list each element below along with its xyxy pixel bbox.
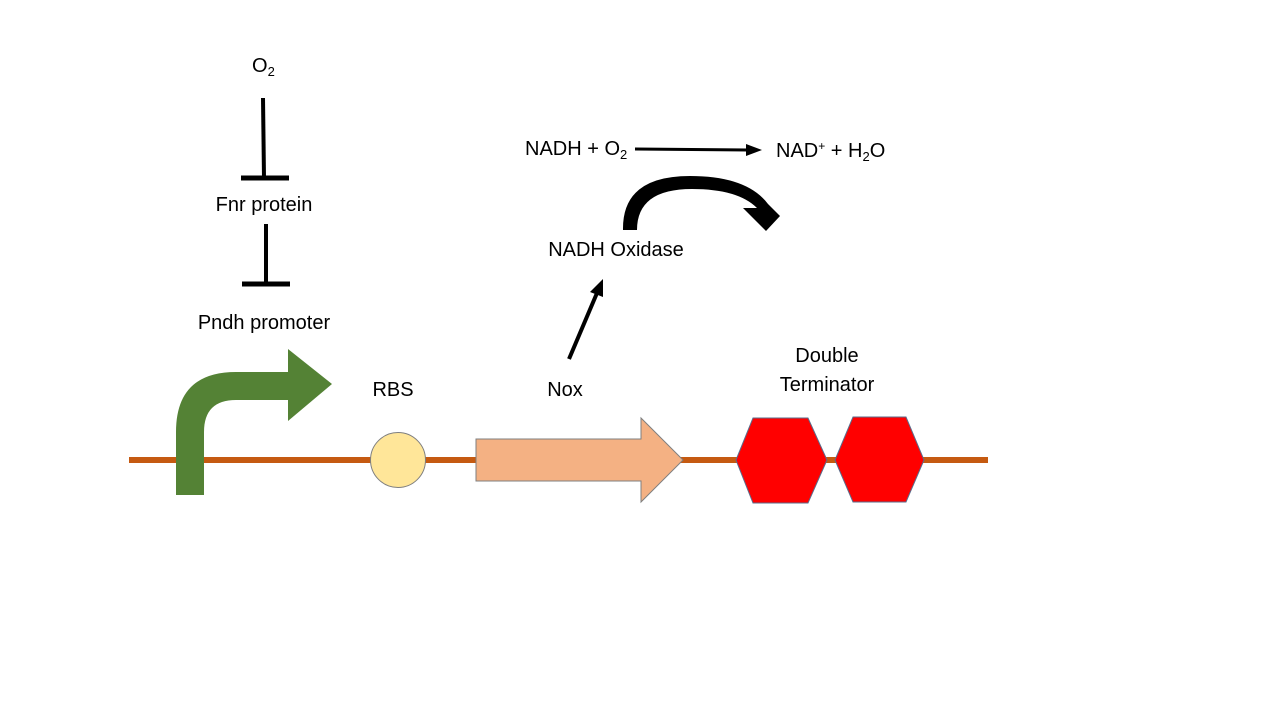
reaction-right-label: NAD+ + H2O — [776, 139, 885, 163]
promoter-label: Pndh promoter — [197, 312, 331, 334]
o2-label-base: O — [252, 55, 268, 77]
o2-inhibition-bar-icon — [241, 97, 289, 181]
terminator-hexagon-1-icon — [735, 417, 828, 504]
o2-label-sub: 2 — [267, 64, 275, 79]
terminator-hexagon-2-icon — [834, 416, 925, 503]
reaction-right-sub: 2 — [862, 149, 870, 164]
nox-label: Nox — [547, 379, 583, 401]
terminator-label-line1: Double — [795, 345, 859, 367]
reaction-right-nad: NAD — [776, 140, 819, 162]
catalysis-curved-arrow-icon — [622, 176, 780, 231]
o2-label: O2 — [252, 54, 275, 78]
rbs-circle-icon — [370, 432, 426, 488]
fnr-inhibition-bar-icon — [242, 224, 290, 287]
reaction-arrow-icon — [634, 144, 762, 156]
reaction-left-label: NADH + O2 — [525, 137, 627, 161]
reaction-right-sup: + — [818, 139, 826, 153]
reaction-left-sub: 2 — [620, 147, 628, 162]
nox-cds-arrow-icon — [475, 416, 684, 504]
nox-expression-arrow-icon — [567, 279, 603, 360]
terminator-label-line2: Terminator — [779, 374, 875, 396]
reaction-right-plus-h: + H — [825, 140, 863, 162]
nadh-oxidase-label: NADH Oxidase — [548, 239, 684, 261]
reaction-right-o: O — [869, 140, 886, 162]
rbs-label: RBS — [372, 379, 414, 401]
fnr-protein-label: Fnr protein — [215, 194, 313, 216]
reaction-left-base: NADH + O — [525, 138, 621, 160]
promoter-arrow-icon — [176, 349, 332, 495]
